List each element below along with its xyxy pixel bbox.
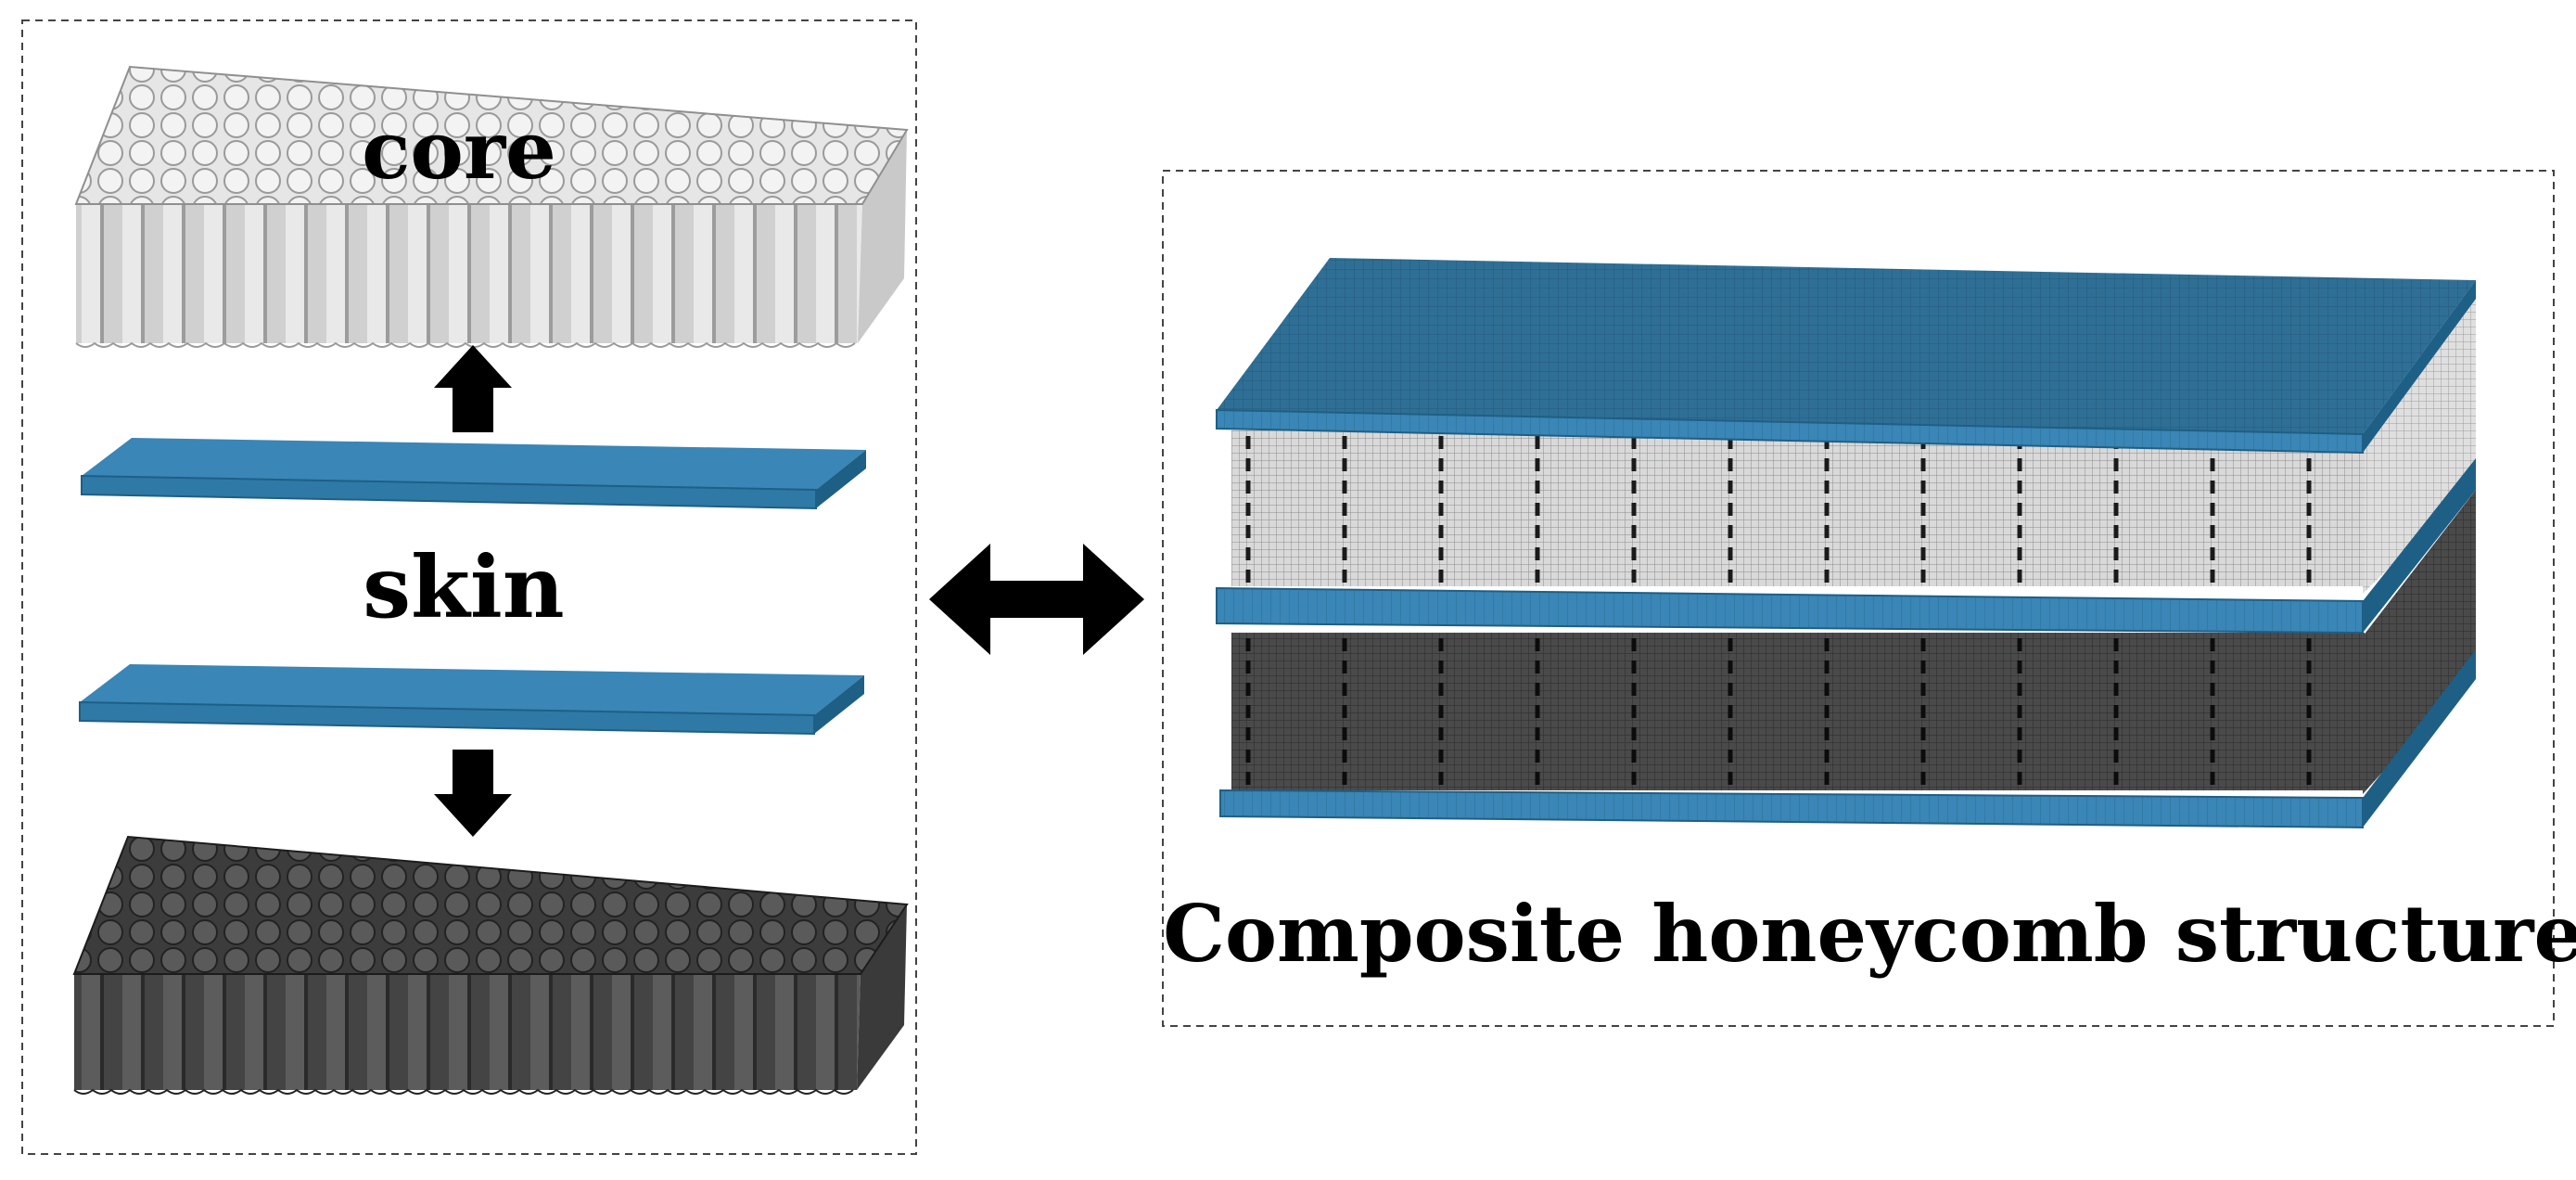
double-arrow-icon <box>929 544 1144 655</box>
core-section-lower <box>1231 633 2365 790</box>
arrow-up-icon <box>434 345 512 432</box>
skin-plate-upper <box>81 438 866 510</box>
skin-plate-lower <box>79 664 864 736</box>
skin-label: skin <box>363 537 564 637</box>
core-label: core <box>362 104 556 198</box>
core-section-upper <box>1231 430 2365 586</box>
right-panel-frame <box>1162 170 2555 1027</box>
core-block-dark <box>72 835 909 1095</box>
core-block-light <box>74 65 909 348</box>
arrow-down-icon <box>434 750 512 837</box>
composite-honeycomb-assembly <box>1216 258 2476 829</box>
left-panel-frame <box>21 19 917 1155</box>
skin-middle-plate <box>1216 458 2476 635</box>
assembly-title: Composite honeycomb structure <box>1163 888 2576 980</box>
skin-top-plate <box>1216 258 2476 455</box>
skin-bottom-plate <box>1219 649 2476 829</box>
